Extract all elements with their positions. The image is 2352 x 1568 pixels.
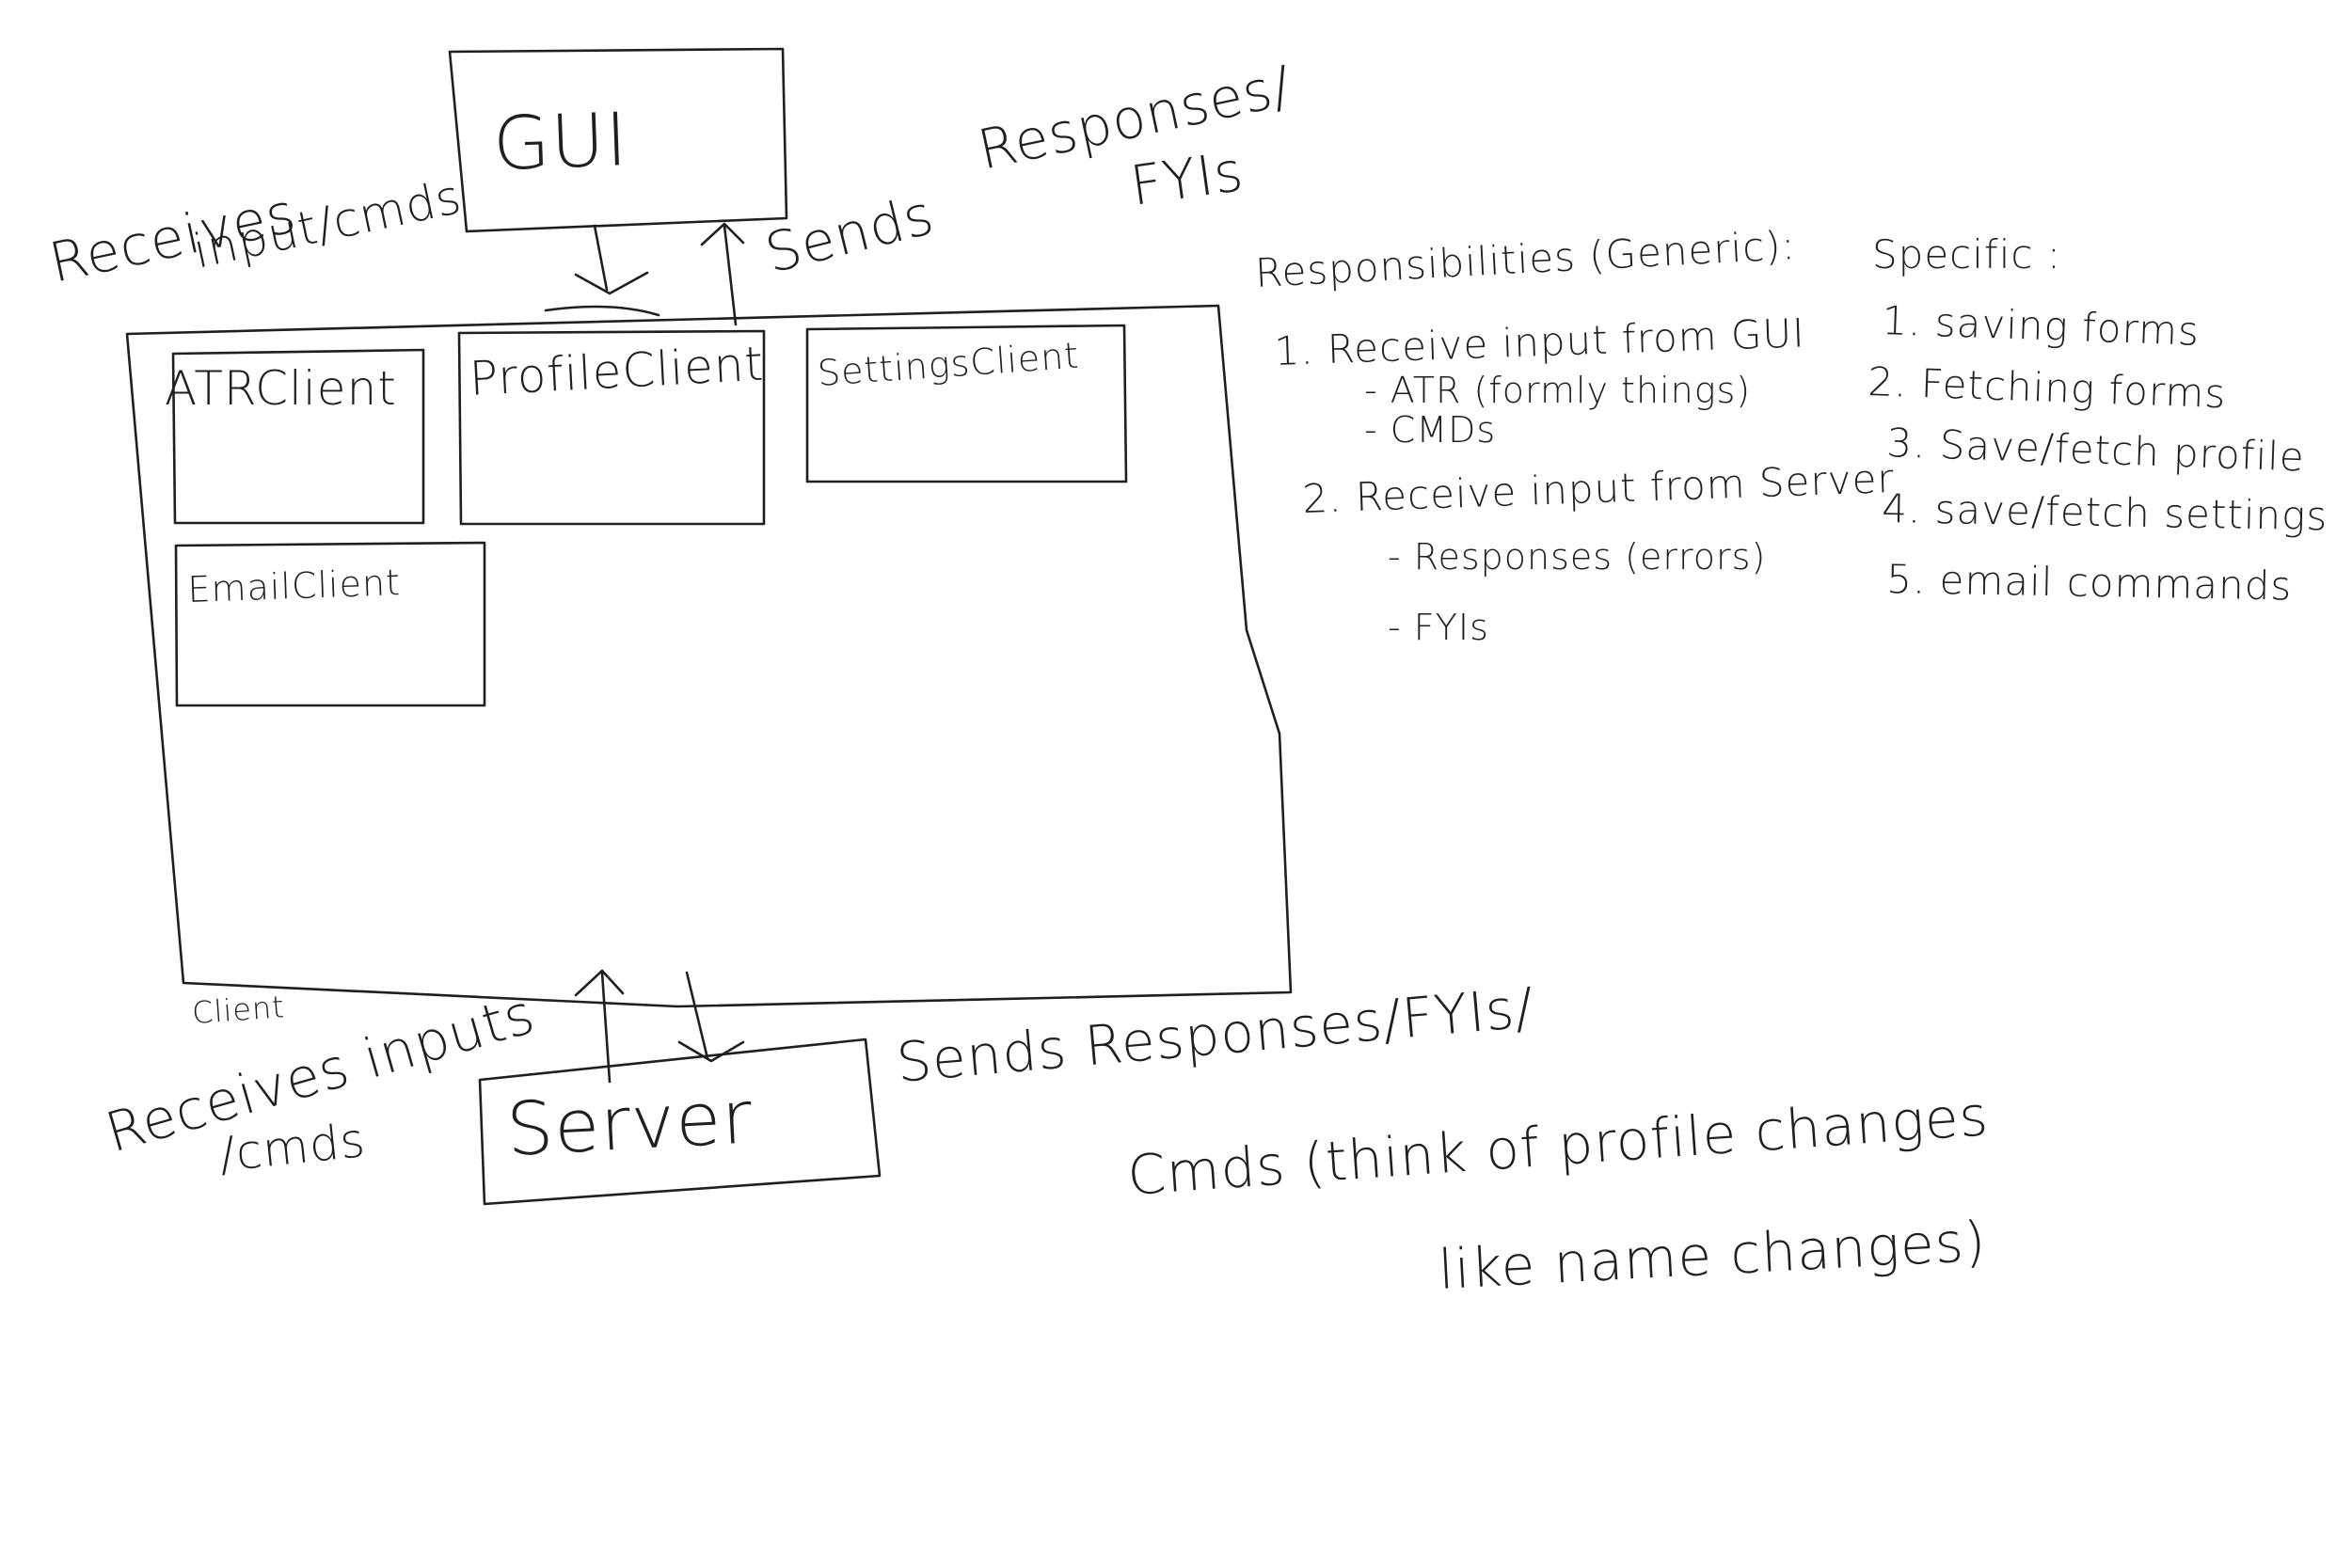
- gui-label: GUI: [492, 98, 630, 187]
- atr-client-module: ATRClient: [165, 348, 425, 525]
- profile-client-module: ProfileClient: [457, 329, 766, 526]
- specific-responsibilities: Specific : 1. saving forms 2. Fetching f…: [1867, 231, 2328, 610]
- specific-item-3: 3. Save/fetch profile: [1886, 420, 2306, 480]
- server-sends-label-2: Cmds (think of profile changes: [1125, 1084, 1991, 1208]
- profile-client-label: ProfileClient: [469, 337, 766, 406]
- gui-receives-label-2: input/cmds: [188, 169, 466, 279]
- generic-responsibilities: Responsibilities (Generic): 1. Receive i…: [1254, 222, 1895, 648]
- generic-item-2b: - FYIs: [1388, 607, 1489, 648]
- settings-client-label: SettingsClient: [817, 335, 1081, 394]
- server-label: Server: [504, 1075, 755, 1173]
- generic-item-2: 2. Receive input from Server: [1302, 455, 1896, 522]
- gui-responses-label-2: FYIs: [1126, 139, 1247, 218]
- atr-client-label: ATRClient: [165, 361, 397, 416]
- specific-item-5: 5. email commands: [1886, 556, 2293, 610]
- server-node: Server: [478, 1037, 882, 1206]
- specific-item-4: 4. save/fetch settings: [1882, 485, 2328, 539]
- server-to-client-arrow: [574, 969, 625, 1084]
- email-client-module: EmailClient: [174, 541, 486, 707]
- server-sends-label-3: like name changes): [1437, 1210, 1988, 1302]
- specific-item-2: 2. Fetching forms: [1867, 358, 2227, 417]
- generic-title: Responsibilities (Generic):: [1254, 222, 1797, 296]
- client-container: Client ATRClient ProfileClient SettingsC…: [125, 304, 1293, 1031]
- settings-client-module: SettingsClient: [805, 324, 1128, 483]
- gui-node: GUI: [448, 47, 788, 233]
- generic-item-1b: - CMDs: [1364, 409, 1496, 451]
- client-to-gui-arrow: [700, 222, 745, 326]
- generic-item-2a: - Responses (errors): [1388, 536, 1766, 578]
- client-label: Client: [191, 989, 286, 1031]
- email-client-label: EmailClient: [187, 562, 402, 610]
- gui-box: [448, 47, 788, 233]
- generic-item-1a: - ATR (formly things): [1364, 370, 1751, 411]
- specific-item-1: 1. saving forms: [1882, 297, 2201, 355]
- server-box: [478, 1037, 882, 1206]
- specific-title: Specific :: [1872, 231, 2061, 277]
- gui-to-client-arrow: [544, 224, 660, 317]
- client-to-server-arrow: [677, 971, 745, 1063]
- client-box: [125, 304, 1293, 1008]
- generic-item-1: 1. Receive input from GUI: [1274, 309, 1806, 374]
